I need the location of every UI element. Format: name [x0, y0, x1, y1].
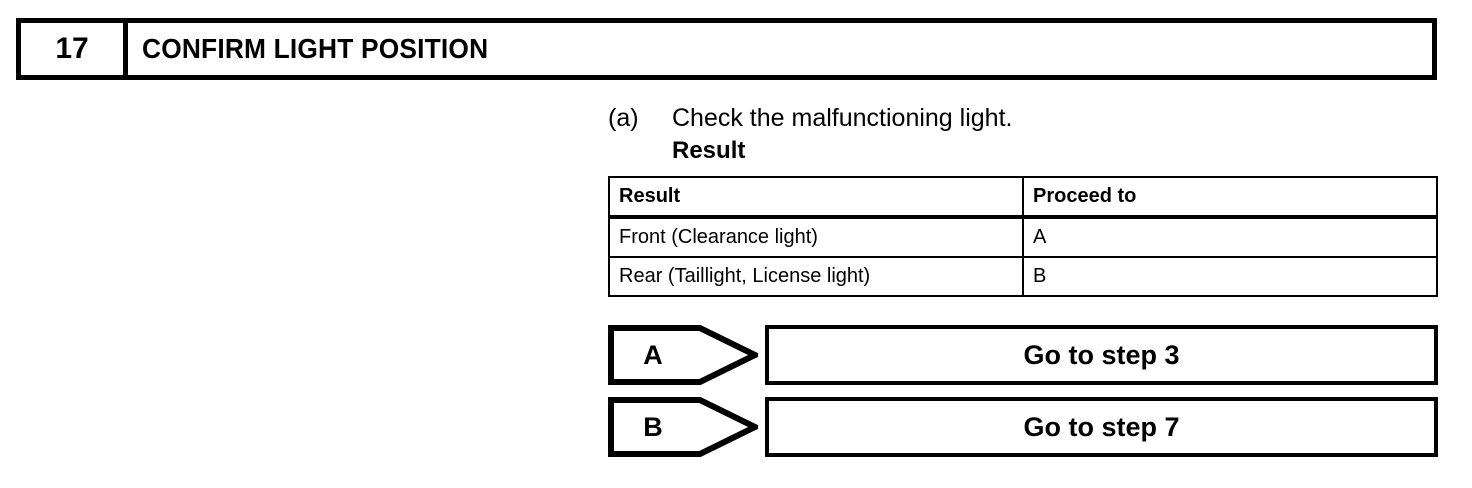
- branch-destination-label-a: Go to step 3: [1023, 339, 1180, 370]
- branch-arrow-shape-b: B: [608, 397, 758, 457]
- branch-destination-box-b[interactable]: Go to step 7: [765, 397, 1438, 457]
- branch-list: A Go to step 3 B Go to step 7: [608, 325, 1438, 457]
- step-title: CONFIRM LIGHT POSITION: [142, 33, 489, 64]
- procedure-block: (a) Check the malfunctioning light. Resu…: [608, 101, 1448, 167]
- step-number: 17: [55, 32, 89, 65]
- table-row: Front (Clearance light) A: [608, 216, 1438, 258]
- column-header-proceed-to: Proceed to: [1022, 176, 1438, 219]
- cell-proceed-to: B: [1022, 256, 1438, 297]
- branch-key-label-b: B: [643, 411, 663, 442]
- column-header-result: Result: [608, 176, 1024, 219]
- procedure-line: (a) Check the malfunctioning light.: [608, 101, 1448, 135]
- cell-proceed-to: A: [1022, 216, 1438, 258]
- result-table: Result Proceed to Front (Clearance light…: [608, 176, 1438, 297]
- cell-result: Front (Clearance light): [608, 216, 1024, 258]
- table-row: Rear (Taillight, License light) B: [608, 256, 1438, 297]
- branch-destination-box-a[interactable]: Go to step 3: [765, 325, 1438, 385]
- branch-row-a: A Go to step 3: [608, 325, 1438, 385]
- procedure-marker: (a): [608, 104, 639, 132]
- branch-arrow-shape-a: A: [608, 325, 758, 385]
- branch-destination-label-b: Go to step 7: [1023, 411, 1180, 442]
- procedure-result-subheading: Result: [672, 137, 746, 164]
- step-number-cell: 17: [21, 23, 128, 75]
- branch-key-label-a: A: [643, 339, 663, 370]
- procedure-text: Check the malfunctioning light.: [672, 104, 1013, 132]
- branch-row-b: B Go to step 7: [608, 397, 1438, 457]
- step-title-cell: CONFIRM LIGHT POSITION: [128, 23, 1432, 75]
- table-header-row: Result Proceed to: [608, 176, 1438, 219]
- step-header-bar: 17 CONFIRM LIGHT POSITION: [16, 18, 1437, 80]
- cell-result: Rear (Taillight, License light): [608, 256, 1024, 297]
